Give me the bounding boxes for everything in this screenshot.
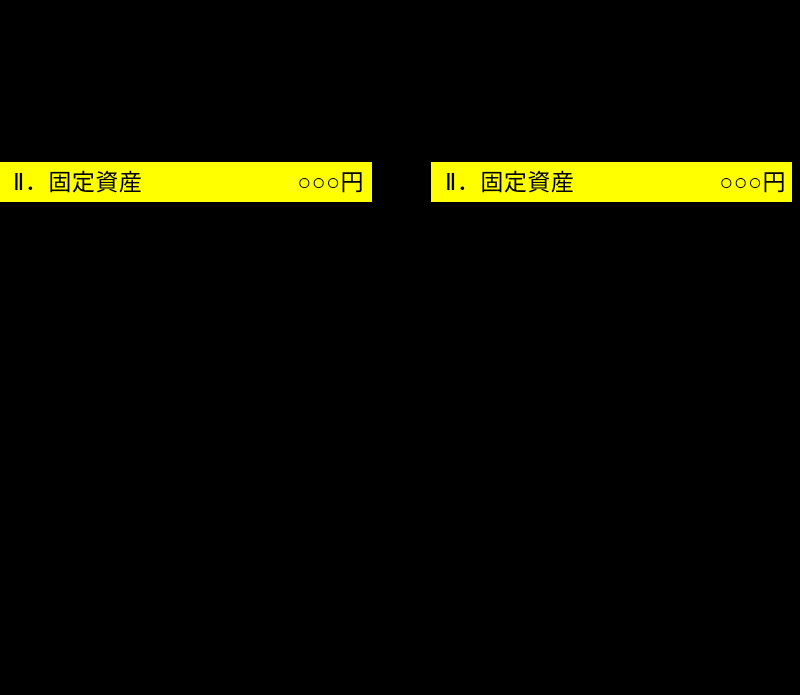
section-bar-fixed-assets-right[interactable]: Ⅱ．固定資産 ○○○円 <box>431 162 792 202</box>
section-bar-fixed-assets-left[interactable]: Ⅱ．固定資産 ○○○円 <box>0 162 372 202</box>
section-label-fixed-assets-right: Ⅱ．固定資産 <box>445 168 575 195</box>
section-label-fixed-assets-left: Ⅱ．固定資産 <box>13 168 143 195</box>
section-amount-fixed-assets-right: ○○○円 <box>719 168 786 195</box>
section-amount-fixed-assets-left: ○○○円 <box>297 168 364 195</box>
